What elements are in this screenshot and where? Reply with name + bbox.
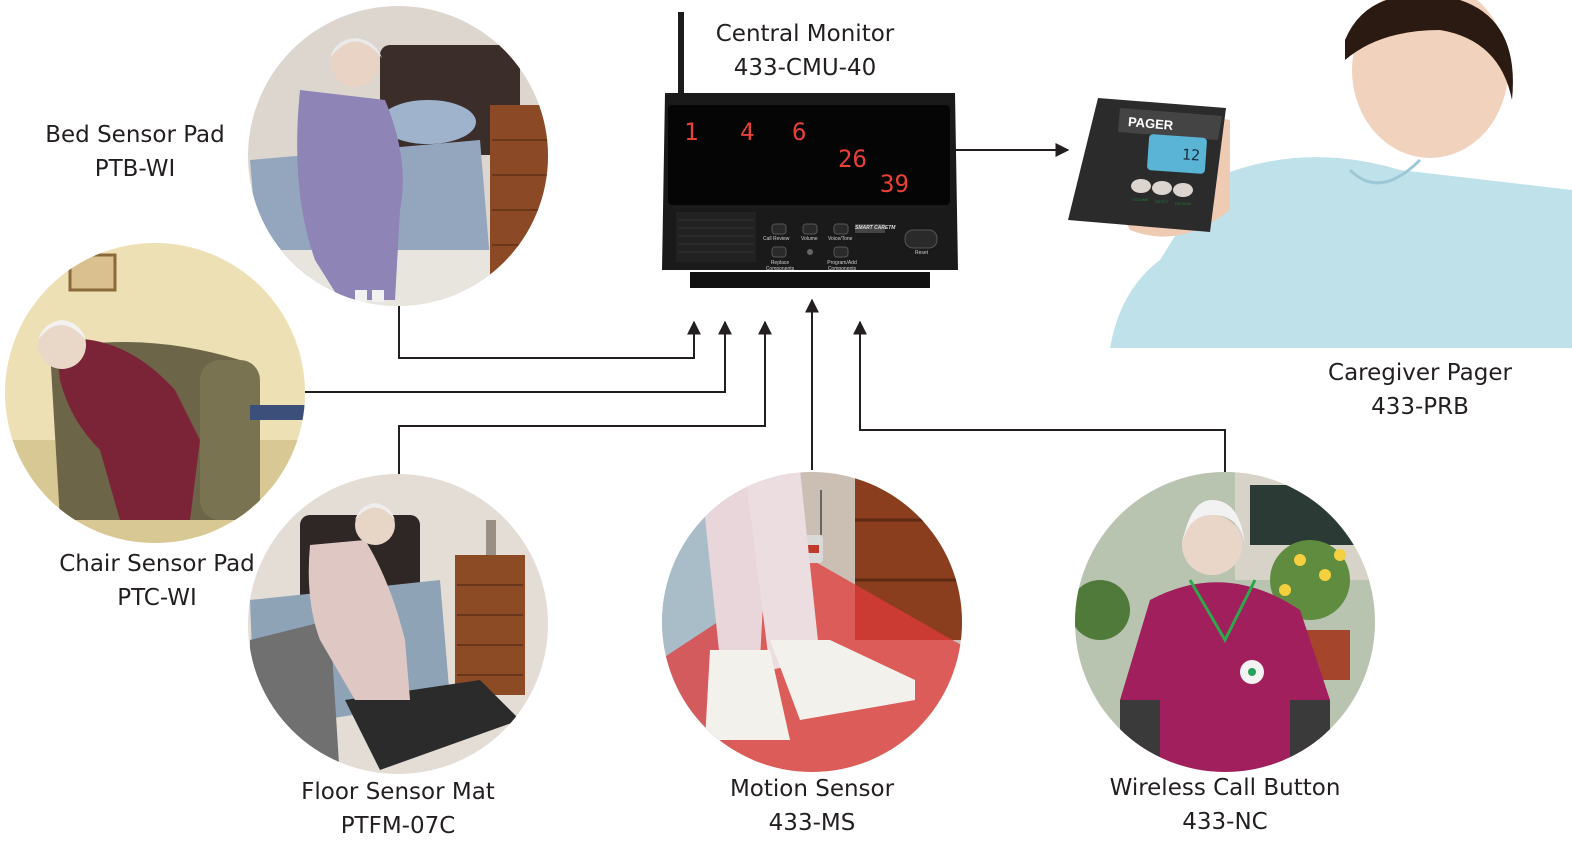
central-monitor-label: Central Monitor 433-CMU-40 <box>700 17 910 85</box>
motion-sensor-name: Motion Sensor <box>729 776 895 802</box>
floor-connector <box>398 320 772 476</box>
motion-sensor-photo <box>662 472 962 772</box>
caregiver-pager-model: 433-PRB <box>1371 394 1469 420</box>
chair-sensor-name: Chair Sensor Pad <box>59 551 255 577</box>
call-button-name: Wireless Call Button <box>1109 775 1341 801</box>
caregiver-pager-device <box>1068 98 1226 232</box>
bed-sensor-photo <box>248 6 548 306</box>
bed-sensor-label: Bed Sensor Pad PTB-WI <box>35 118 235 186</box>
central-monitor-model: 433-CMU-40 <box>733 55 877 81</box>
bed-sensor-model: PTB-WI <box>94 156 176 182</box>
caregiver-pager-name: Caregiver Pager <box>1328 360 1512 386</box>
motion-sensor-label: Motion Sensor 433-MS <box>712 772 912 840</box>
bed-sensor-name: Bed Sensor Pad <box>45 122 225 148</box>
chair-connector <box>300 320 732 393</box>
floor-sensor-photo <box>248 474 548 774</box>
caregiver-pager-label: Caregiver Pager 433-PRB <box>1320 356 1520 424</box>
call-button-model: 433-NC <box>1182 809 1268 835</box>
chair-sensor-photo <box>5 243 305 543</box>
floor-sensor-label: Floor Sensor Mat PTFM-07C <box>288 775 508 843</box>
bed-connector <box>398 300 701 359</box>
chair-sensor-model: PTC-WI <box>117 585 197 611</box>
floor-sensor-model: PTFM-07C <box>340 813 456 839</box>
call-button-connector <box>853 320 1226 475</box>
chair-sensor-label: Chair Sensor Pad PTC-WI <box>52 547 262 615</box>
central-monitor-device <box>662 12 958 288</box>
call-button-label: Wireless Call Button 433-NC <box>1100 771 1350 839</box>
floor-sensor-name: Floor Sensor Mat <box>301 779 495 805</box>
call-button-photo <box>1075 472 1375 772</box>
motion-sensor-model: 433-MS <box>768 810 856 836</box>
central-monitor-name: Central Monitor <box>715 21 895 47</box>
